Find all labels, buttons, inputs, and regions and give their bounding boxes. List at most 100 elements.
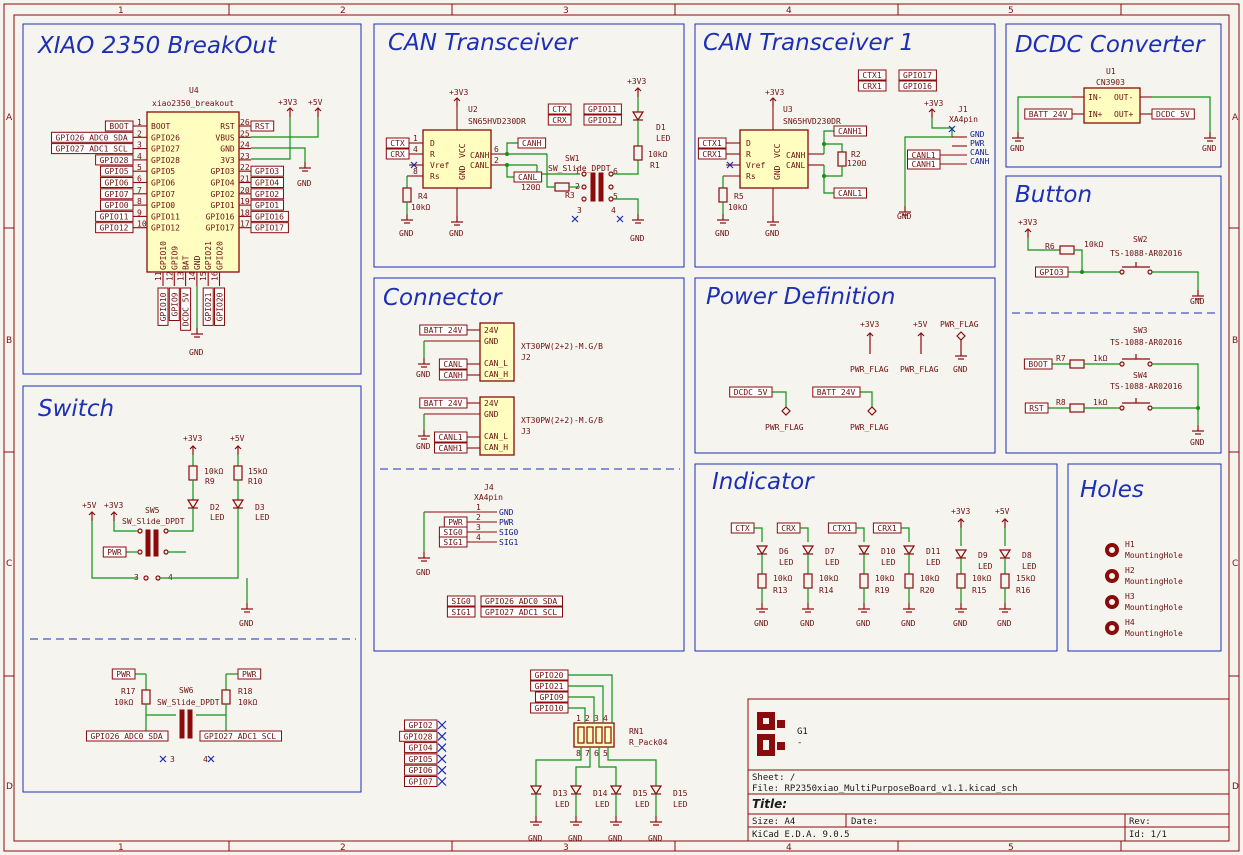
net-label[interactable]: GPIO27_ADC1_SCL (480, 606, 563, 618)
net-label[interactable]: GPIO20 (530, 669, 569, 681)
svg-text:GPIO4: GPIO4 (409, 744, 433, 753)
nc-net-label[interactable]: GPIO2 (404, 719, 447, 731)
net-label[interactable]: CRX (547, 114, 572, 126)
net-label[interactable]: BATT_24V (419, 397, 468, 409)
net-label[interactable]: CRX (776, 522, 801, 534)
net-label[interactable]: CTX1 (697, 137, 727, 149)
net-label[interactable]: BATT_24V (419, 324, 468, 336)
net-label[interactable]: BATT_24V (1024, 108, 1073, 120)
net-label[interactable]: GPIO9 (535, 691, 569, 703)
net-label[interactable]: SIG1 (438, 536, 468, 548)
xiao-right-net-label[interactable]: GPIO1 (250, 199, 284, 211)
xiao-left-net-label[interactable]: GPIO12 (95, 222, 134, 234)
net-label[interactable]: BOOT (1023, 358, 1053, 370)
xiao-left-net-label[interactable]: GPIO0 (100, 199, 134, 211)
net-label[interactable]: CANL1 (833, 187, 867, 199)
net-label[interactable]: CTX1 (827, 522, 857, 534)
net-label[interactable]: GPIO21 (530, 680, 569, 692)
xiao-left-net-label[interactable]: GPIO5 (100, 165, 134, 177)
net-label[interactable]: PWR (111, 668, 136, 680)
net-label[interactable]: CRX1 (872, 522, 902, 534)
xiao-left-net-label[interactable]: GPIO11 (95, 210, 134, 222)
connector-j3[interactable] (479, 396, 515, 456)
gnd-label: GND (568, 834, 583, 843)
net-label[interactable]: CANL (438, 358, 468, 370)
net-label[interactable]: CANH1 (833, 125, 867, 137)
nc-net-label[interactable]: GPIO4 (404, 742, 447, 754)
xiao-bottom-net-label[interactable]: GPIO9 (168, 287, 180, 321)
net-label[interactable]: BATT_24V (812, 386, 861, 398)
sheet-label: Sheet: / (752, 773, 795, 783)
net-label[interactable]: CRX (385, 148, 410, 160)
net-label[interactable]: GPIO3 (1035, 266, 1069, 278)
xiao-left-net-label[interactable]: GPIO28 (95, 154, 134, 166)
nc-net-label[interactable]: GPIO5 (404, 753, 447, 765)
pin-number: 1 (137, 118, 142, 127)
net-label[interactable]: CANH (517, 137, 547, 149)
net-label[interactable]: CANL1 (434, 431, 468, 443)
can2-ic[interactable] (739, 129, 809, 189)
net-label[interactable]: GPIO12 (583, 114, 622, 126)
xiao-right-net-label[interactable]: GPIO4 (250, 177, 284, 188)
net-label[interactable]: SIG0 (438, 526, 468, 538)
xiao-right-net-label[interactable]: GPIO16 (250, 210, 289, 222)
net-label[interactable]: CANH (438, 369, 468, 381)
net-label[interactable]: GPIO11 (583, 103, 622, 115)
net-label[interactable]: PWR (237, 668, 262, 680)
net-label[interactable]: CANH1 (907, 158, 941, 170)
nc-net-label[interactable]: GPIO28 (399, 730, 447, 742)
rpack-ref: RN1 (629, 727, 644, 736)
net-label[interactable]: GPIO27_ADC1_SCL (199, 730, 282, 742)
pin-number: 4 (137, 152, 142, 161)
net-label[interactable]: CANL (513, 171, 543, 183)
net-label[interactable]: CANH1 (434, 442, 468, 454)
xiao-left-net-label[interactable]: GPIO26_ADC0_SDA (51, 131, 134, 143)
row-label: D (6, 782, 13, 792)
pin-name: GPIO9 (170, 246, 179, 270)
switch-sw5-ref: SW5 (145, 506, 160, 515)
net-label[interactable]: PWR (102, 546, 127, 558)
dcdc-module[interactable] (1083, 87, 1141, 124)
xiao-right-net-label[interactable]: GPIO17 (250, 222, 289, 234)
xiao-bottom-net-label[interactable]: DCDC_5V (180, 287, 192, 331)
net-label[interactable]: CTX (385, 137, 410, 149)
svg-text:GPIO20: GPIO20 (535, 671, 564, 680)
net-label[interactable]: GPIO26_ADC0_SDA (480, 595, 563, 607)
xiao-right-net-label[interactable]: GPIO2 (250, 188, 284, 200)
net-label[interactable]: SIG1 (446, 606, 476, 618)
xiao-left-net-label[interactable]: BOOT (104, 120, 134, 132)
net-label[interactable]: GPIO10 (530, 702, 569, 714)
net-label[interactable]: GPIO16 (898, 80, 937, 92)
svg-text:PWR: PWR (499, 518, 514, 527)
net-label[interactable]: CRX1 (857, 80, 887, 92)
net-label[interactable]: GPIO26_ADC0_SDA (86, 730, 169, 742)
xiao-bottom-net-label[interactable]: GPIO20 (214, 287, 225, 326)
nc-net-label[interactable]: GPIO6 (404, 764, 447, 776)
net-label[interactable]: CTX (547, 103, 572, 115)
net-label[interactable]: PWR (443, 516, 468, 528)
switch-d2-value: LED (210, 513, 225, 522)
net-label[interactable]: DCDC_5V (1151, 108, 1195, 120)
pin-number: 20 (240, 186, 250, 195)
xiao-right-net-label[interactable]: GPIO3 (250, 165, 284, 177)
xiao-left-net-label[interactable]: GPIO6 (100, 177, 134, 188)
xiao-left-net-label[interactable]: GPIO7 (100, 188, 134, 200)
net-label[interactable]: CTX1 (857, 69, 887, 81)
nc-net-label[interactable]: GPIO7 (404, 776, 447, 787)
xiao-left-net-label[interactable]: GPIO27_ADC1_SCL (51, 143, 134, 155)
net-label[interactable]: CRX1 (697, 148, 727, 160)
xiao-bottom-net-label[interactable]: GPIO10 (157, 287, 169, 326)
connector-j2[interactable] (479, 322, 515, 382)
net-label[interactable]: DCDC_5V (729, 386, 773, 398)
net-label[interactable]: RST (1024, 402, 1049, 414)
net-label[interactable]: GPIO17 (898, 69, 937, 81)
xiao-bottom-net-label[interactable]: GPIO21 (202, 287, 214, 326)
net-label[interactable]: SIG0 (446, 595, 476, 607)
xiao-right-net-label[interactable]: RST (250, 120, 275, 132)
net-label[interactable]: CTX (730, 522, 755, 534)
